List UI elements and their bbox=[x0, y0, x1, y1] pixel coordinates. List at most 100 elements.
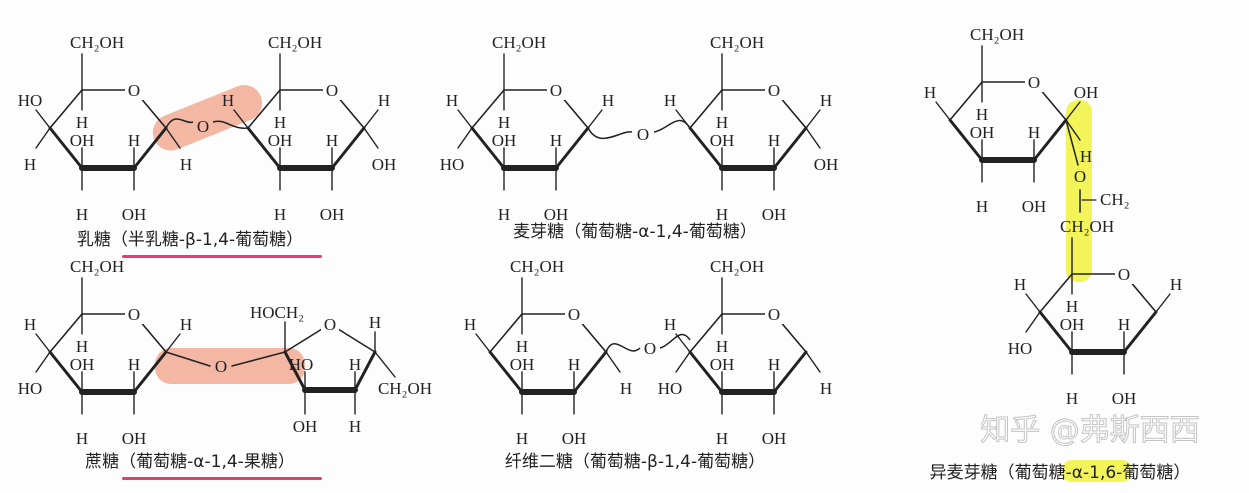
substituent-label: OH bbox=[762, 205, 787, 224]
substituent-label: H bbox=[76, 429, 88, 448]
linkage-ch2: CH₂ bbox=[1100, 190, 1130, 209]
ring-oxygen-bg bbox=[765, 80, 783, 100]
substituent-label: OH bbox=[372, 155, 397, 174]
substituent-label: H bbox=[1170, 275, 1182, 294]
ring-bond bbox=[470, 126, 506, 170]
ring-oxygen-label: O bbox=[324, 315, 336, 334]
substituent-label: OH bbox=[970, 123, 995, 142]
substituent-label: H bbox=[1118, 315, 1130, 334]
substituent-label: OH bbox=[293, 417, 318, 436]
ring-bond bbox=[772, 126, 808, 170]
ring-oxygen-bg bbox=[765, 304, 783, 324]
substituent-label: OH bbox=[710, 355, 735, 374]
substituent-bond bbox=[457, 127, 473, 149]
ring-oxygen-bg bbox=[323, 80, 341, 100]
substituent-label: OH bbox=[1060, 315, 1085, 334]
ring-oxygen-label: O bbox=[768, 81, 780, 100]
substituent-label: CH₂OH bbox=[268, 33, 322, 52]
substituent-label: HO bbox=[18, 91, 43, 110]
substituent-bond bbox=[935, 101, 951, 121]
ring-oxygen-label: O bbox=[1028, 73, 1040, 92]
substituent-label: H bbox=[516, 337, 528, 356]
substituent-label: H bbox=[976, 197, 988, 216]
substituent-bond bbox=[363, 127, 379, 149]
substituent-bond bbox=[805, 127, 821, 149]
substituent-bond bbox=[35, 127, 51, 149]
substituent-bond bbox=[675, 351, 691, 373]
substituent-bond bbox=[165, 127, 181, 149]
substituent-label: HO bbox=[289, 355, 314, 374]
substituent-label: H bbox=[602, 91, 614, 110]
substituent-label: H bbox=[820, 91, 832, 110]
ring-bond bbox=[246, 126, 282, 170]
substituent-label: H bbox=[664, 315, 676, 334]
substituent-label: H bbox=[976, 105, 988, 124]
substituent-label: OH bbox=[1022, 197, 1047, 216]
substituent-label: CH₂OH bbox=[70, 33, 124, 52]
substituent-label: H bbox=[498, 113, 510, 132]
linkage-oxygen: O bbox=[637, 125, 649, 144]
ring-bond bbox=[554, 126, 590, 170]
substituent-label: OH bbox=[710, 131, 735, 150]
substituent-label: H bbox=[568, 355, 580, 374]
substituent-bond bbox=[1025, 311, 1041, 333]
substituent-label: H bbox=[128, 131, 140, 150]
substituent-bond bbox=[233, 109, 249, 129]
substituent-label: H bbox=[664, 91, 676, 110]
substituent-bond bbox=[587, 109, 603, 129]
substituent-label: H bbox=[378, 91, 390, 110]
substituent-label: H bbox=[1066, 389, 1078, 408]
ring-bond bbox=[132, 350, 168, 394]
caption-underline bbox=[122, 255, 322, 258]
ring-oxygen-bg bbox=[1025, 72, 1043, 92]
substituent-label: OH bbox=[762, 429, 787, 448]
substituent-label: H bbox=[716, 429, 728, 448]
substituent-bond bbox=[374, 351, 396, 378]
glycosidic-bond bbox=[165, 118, 194, 129]
ring-bond bbox=[1032, 118, 1068, 162]
substituent-bond bbox=[35, 109, 51, 129]
substituent-label: OH bbox=[510, 355, 535, 374]
substituent-label: CH₂OH bbox=[510, 257, 564, 276]
structure-caption: 蔗糖（葡萄糖-α-1,4-果糖） bbox=[85, 452, 295, 472]
substituent-label: H bbox=[820, 379, 832, 398]
glycosidic-bond bbox=[653, 120, 691, 133]
ring-oxygen-bg bbox=[125, 80, 143, 100]
ring-bond bbox=[689, 89, 723, 129]
substituent-label: H bbox=[1066, 297, 1078, 316]
substituent-bond bbox=[1025, 293, 1041, 313]
structure-caption: 麦芽糖（葡萄糖-α-1,4-葡萄糖） bbox=[513, 222, 757, 242]
substituent-label: CH₂OH bbox=[710, 257, 764, 276]
ring-oxygen-label: O bbox=[568, 305, 580, 324]
substituent-label: H bbox=[326, 131, 338, 150]
ring-bond bbox=[48, 350, 84, 394]
substituent-label: H bbox=[222, 91, 234, 110]
substituent-label: OH bbox=[320, 205, 345, 224]
substituent-label: H bbox=[24, 155, 36, 174]
ring-bond bbox=[488, 350, 524, 394]
substituent-bond bbox=[605, 351, 621, 373]
ring-oxygen-label: O bbox=[326, 81, 338, 100]
substituent-bond bbox=[35, 351, 51, 373]
linkage-oxygen: O bbox=[197, 117, 209, 136]
ring-bond bbox=[132, 126, 168, 170]
highlight-lactose-linkage bbox=[152, 85, 263, 151]
ring-bond bbox=[688, 350, 724, 394]
ring-oxygen-label: O bbox=[128, 81, 140, 100]
highlight-isomaltose-linkage bbox=[1066, 100, 1092, 282]
substituent-label: OH bbox=[70, 355, 95, 374]
substituent-label: H bbox=[1080, 147, 1092, 166]
ring-oxygen-bg bbox=[1115, 264, 1133, 284]
substituent-label: H bbox=[446, 91, 458, 110]
substituent-label: H bbox=[464, 315, 476, 334]
ring-oxygen-bg bbox=[125, 304, 143, 324]
substituent-label: HO bbox=[18, 379, 43, 398]
substituent-label: H bbox=[716, 337, 728, 356]
substituent-bond bbox=[675, 333, 691, 353]
substituent-label: HO bbox=[1008, 339, 1033, 358]
substituent-label: H bbox=[76, 113, 88, 132]
ring-bond bbox=[1039, 273, 1073, 313]
ring-oxygen-bg bbox=[565, 304, 583, 324]
substituent-label: H bbox=[498, 205, 510, 224]
